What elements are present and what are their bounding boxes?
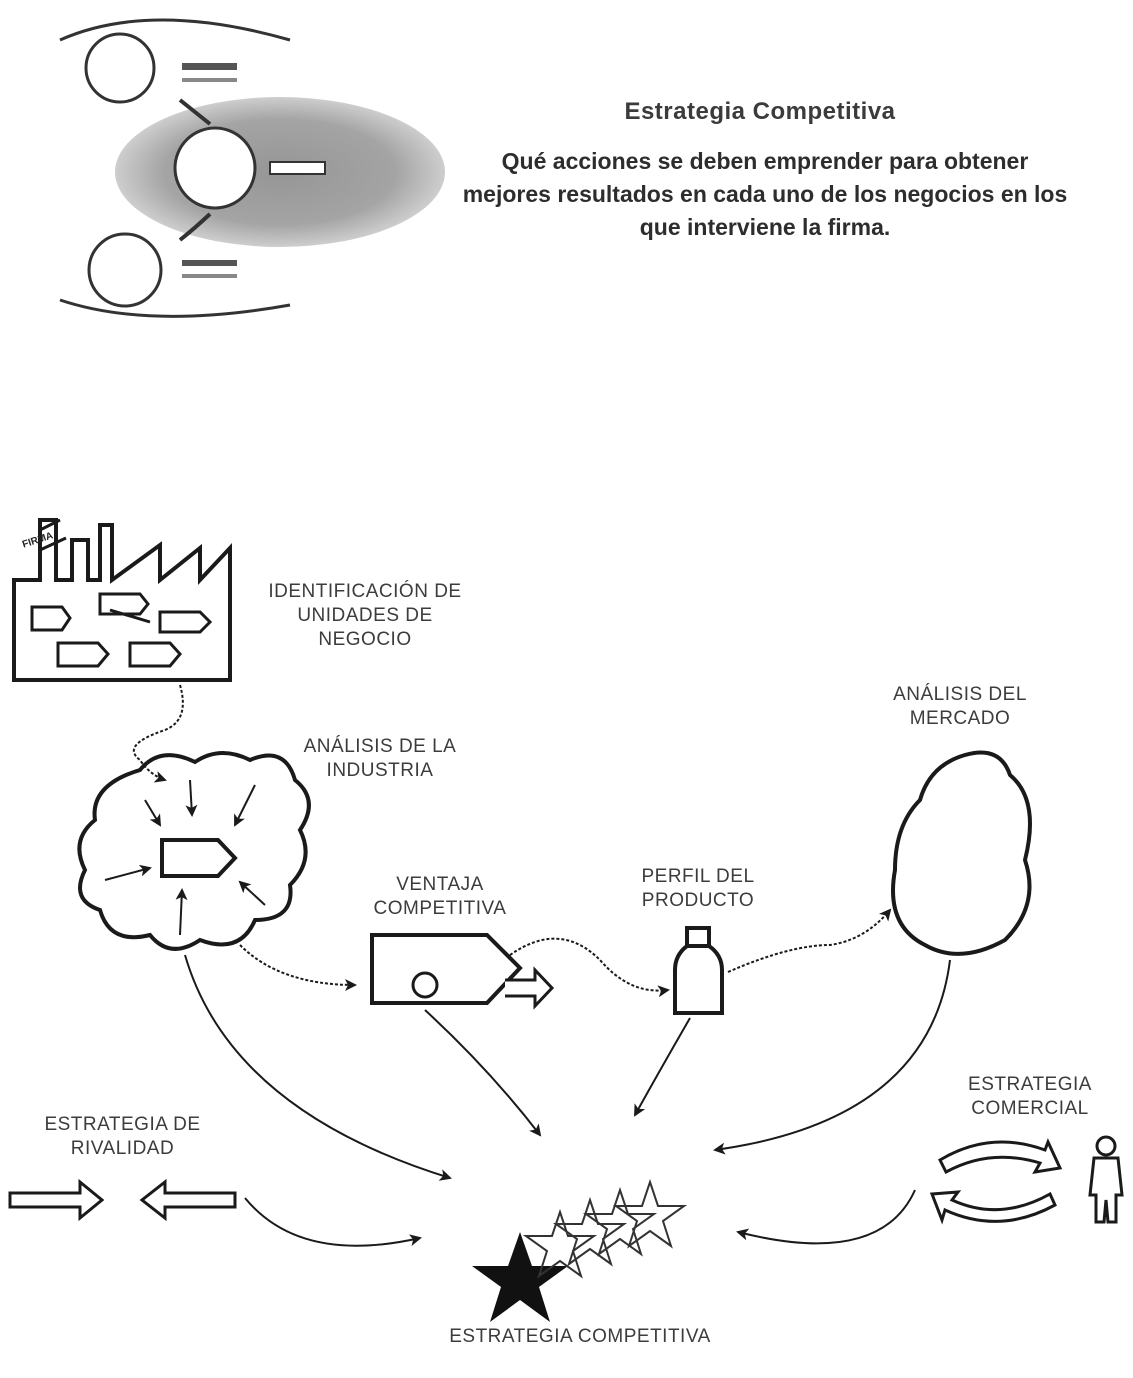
page-title: Estrategia Competitiva xyxy=(624,98,896,125)
label-estrategia-competitiva: ESTRATEGIA COMPETITIVA xyxy=(449,1326,711,1347)
flow-connectors xyxy=(133,684,951,1247)
page-description: Qué acciones se deben emprender para obt… xyxy=(462,148,1068,240)
commercial-exchange-icon xyxy=(929,1138,1063,1225)
competitive-star-icon xyxy=(472,1178,688,1322)
rivalry-arrows-icon xyxy=(8,1178,237,1222)
label-estrategia-comercial: ESTRATEGIA COMERCIAL xyxy=(968,1074,1092,1119)
strategy-emblem-icon xyxy=(59,18,445,318)
label-analisis-industria: ANÁLISIS DE LA INDUSTRIA xyxy=(303,736,457,781)
factory-icon xyxy=(12,518,232,682)
product-bottle-icon xyxy=(673,926,724,1015)
label-identificacion: IDENTIFICACIÓN DE UNIDADES DE NEGOCIO xyxy=(268,581,462,650)
label-analisis-mercado: ANÁLISIS DEL MERCADO xyxy=(893,684,1027,729)
label-ventaja-competitiva: VENTAJA COMPETITIVA xyxy=(373,874,507,919)
competitive-advantage-icon xyxy=(370,933,555,1010)
market-shape-icon xyxy=(891,750,1032,956)
industry-cloud-icon xyxy=(77,751,311,951)
label-estrategia-rivalidad: ESTRATEGIA DE RIVALIDAD xyxy=(44,1114,201,1159)
label-perfil-producto: PERFIL DEL PRODUCTO xyxy=(641,866,755,911)
customer-person-icon xyxy=(1088,1135,1124,1224)
